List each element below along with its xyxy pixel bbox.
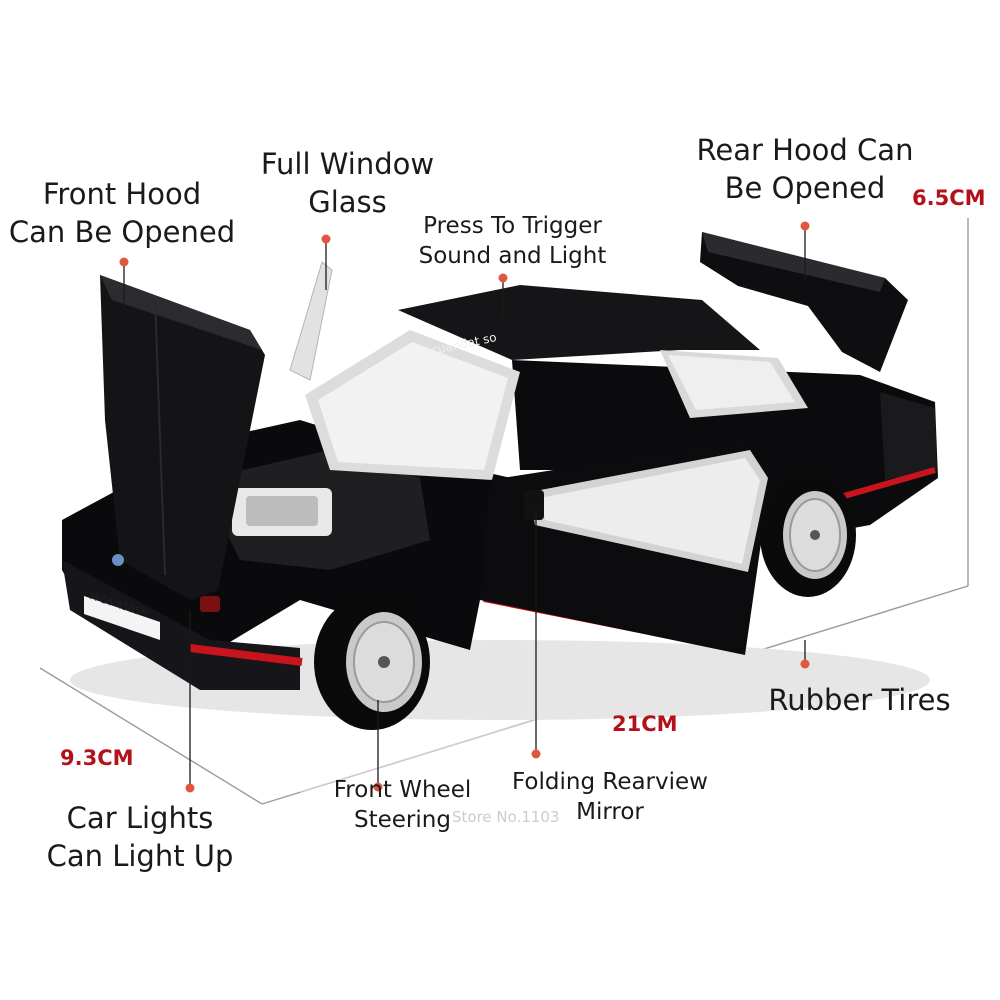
label-steering-line1: Front Wheel [333, 777, 472, 803]
label-trigger-line1: Press To Trigger [423, 213, 602, 239]
callout-lines [123, 228, 806, 785]
label-lights-line2: Can Light Up [46, 838, 234, 873]
dot-tires [800, 659, 810, 669]
label-mirror-line1: Folding Rearview [512, 769, 708, 795]
label-window-glass: Full Window Glass [245, 146, 450, 221]
label-trigger-line2: Sound and Light [418, 242, 607, 269]
width-line [39, 667, 263, 805]
label-rear-hood-line1: Rear Hood Can [696, 133, 914, 167]
label-tires: Rubber Tires [768, 683, 951, 717]
front-wheel [314, 594, 430, 730]
front-window-glass [289, 261, 333, 381]
label-steering: Front Wheel Steering [320, 776, 485, 836]
label-lights: Car Lights Can Light Up [30, 800, 250, 875]
label-window-glass-line1: Full Window [260, 147, 435, 181]
brand-emblem [112, 554, 124, 566]
car-body [62, 285, 938, 690]
front-hood [100, 275, 265, 600]
dot-steering [373, 782, 383, 792]
label-mirror-line2: Mirror [576, 798, 644, 825]
label-lights-line1: Car Lights [66, 801, 214, 835]
callout-dots [119, 221, 810, 793]
label-rear-hood-line2: Be Opened [724, 170, 886, 205]
dot-rear-hood [800, 221, 810, 231]
label-front-hood: Front Hood Can Be Opened [2, 176, 242, 251]
dot-trigger [498, 273, 508, 283]
rear-wheel [760, 473, 856, 597]
label-trigger: Press To Trigger Sound and Light [400, 212, 625, 272]
dot-lights [185, 783, 195, 793]
label-steering-line2: Steering [354, 806, 451, 833]
license-plate [84, 596, 160, 640]
rearview-mirror [524, 490, 544, 520]
rear-hood [700, 232, 908, 372]
dimension-height: 6.5CM [912, 186, 986, 210]
label-window-glass-line2: Glass [308, 184, 387, 219]
headlight [200, 596, 220, 612]
open-door [480, 440, 770, 655]
label-front-hood-line1: Front Hood [42, 177, 202, 211]
label-mirror: Folding Rearview Mirror [500, 768, 720, 828]
dot-window-glass [321, 234, 331, 244]
dimension-width: 9.3CM [60, 746, 134, 770]
dimension-length: 21CM [612, 712, 678, 736]
label-rear-hood: Rear Hood Can Be Opened [680, 132, 930, 207]
label-front-hood-line2: Can Be Opened [8, 214, 236, 249]
store-watermark: Store No.1103 [452, 808, 560, 826]
dot-front-hood [119, 257, 129, 267]
dot-mirror [531, 749, 541, 759]
